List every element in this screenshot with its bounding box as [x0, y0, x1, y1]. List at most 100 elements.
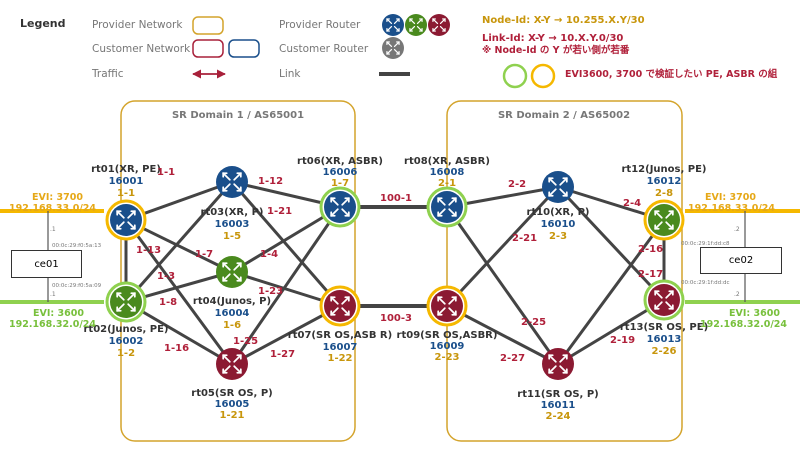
router-node-id: 2-8	[654, 188, 674, 199]
router-name: rt07(SR OS,ASB R)	[287, 330, 393, 341]
rt02-router-icon[interactable]	[110, 286, 142, 318]
router-node-id: 1-6	[222, 320, 242, 331]
link-label: 1-27	[270, 349, 296, 360]
link-label: 2-19	[610, 335, 636, 346]
link-rt11-rt13	[557, 298, 665, 366]
router-node-id: 2-3	[548, 231, 568, 242]
router-sid: 16004	[214, 308, 250, 319]
link-label: 2-17	[638, 269, 664, 280]
ce01-net-top: 192.168.33.0/24	[9, 203, 97, 214]
router-name: rt06(XR, ASBR)	[297, 156, 383, 167]
link-rt11-rt12	[556, 219, 666, 365]
ce01-ip-bottom: .1	[50, 291, 56, 298]
rt04-router-icon[interactable]	[216, 256, 248, 288]
legend-router-green-icon[interactable]	[405, 14, 427, 36]
legend-title: Legend	[20, 17, 66, 30]
rt13-router-icon[interactable]	[648, 284, 680, 316]
router-sid: 16008	[429, 167, 465, 178]
router-sid: 16006	[322, 167, 358, 178]
link-label: 1-12	[258, 176, 284, 187]
rt10-router-icon[interactable]	[542, 171, 574, 203]
legend-router-blue-icon[interactable]	[382, 14, 404, 36]
rt09-router-icon[interactable]	[431, 290, 463, 322]
router-name: rt02(Junos, PE)	[83, 324, 169, 335]
link-rt02-rt03	[124, 181, 234, 303]
link-label: 1-1	[157, 167, 176, 178]
router-node-id: 1-7	[330, 178, 350, 189]
ce02-ip-bottom: .2	[734, 291, 740, 298]
ce01-mac-bottom: 00:0c:29:f0:5a:09	[52, 283, 102, 289]
rt05-router-icon[interactable]	[216, 348, 248, 380]
ce02-box[interactable]: ce02	[700, 247, 782, 274]
legend-router-red-icon[interactable]	[428, 14, 450, 36]
router-sid: 16012	[646, 176, 682, 187]
legend-provider-network-swatch	[192, 16, 224, 35]
rt12-router-icon[interactable]	[648, 204, 680, 236]
routers-layer	[105, 166, 685, 380]
link-label: 2-21	[512, 233, 538, 244]
domain-1-frame	[120, 100, 356, 442]
router-node-id: 1-21	[219, 410, 245, 421]
link-rt08-rt11	[445, 206, 560, 365]
domain-2-title: SR Domain 2 / AS65002	[497, 110, 631, 121]
rt01-router-icon[interactable]	[110, 204, 142, 236]
router-node-id: 2-26	[651, 346, 677, 357]
link-label: 2-16	[638, 244, 664, 255]
link-id-note: Link-Id: X-Y → 10.X.Y.0/30	[482, 33, 624, 44]
link-rt09-rt10	[445, 185, 560, 308]
ce01-box[interactable]: ce01	[11, 250, 82, 278]
ce02-evi-top: EVI: 3700	[705, 192, 756, 203]
router-sid: 16007	[322, 342, 358, 353]
link-label: 100-3	[380, 313, 412, 324]
router-sid: 16010	[540, 219, 576, 230]
rt03-router-icon[interactable]	[216, 166, 248, 198]
router-sid: 16011	[540, 400, 576, 411]
link-rt10-rt13	[556, 185, 666, 302]
ce02-ip-top: .2	[734, 226, 740, 233]
rt07-router-icon[interactable]	[324, 290, 356, 322]
link-rt01-rt05	[124, 219, 234, 365]
router-name: rt12(Junos, PE)	[621, 164, 707, 175]
link-label: 1-16	[164, 343, 190, 354]
legend-customer-network-blue-swatch	[228, 39, 260, 58]
router-name: rt10(XR, P)	[526, 207, 590, 218]
router-node-id: 1-2	[116, 348, 136, 359]
ce01-net-bottom: 192.168.32.0/24	[9, 319, 97, 330]
legend-link-label: Link	[279, 68, 301, 80]
link-label: 2-2	[508, 179, 527, 190]
legend-traffic-label: Traffic	[92, 68, 124, 80]
legend-provider-network-label: Provider Network	[92, 19, 183, 31]
link-label: 2-27	[500, 353, 526, 364]
evi-note: EVI3600, 3700 で検証したい PE, ASBR の組	[565, 69, 778, 80]
domain-1-title: SR Domain 1 / AS65001	[171, 110, 305, 121]
router-sid: 16005	[214, 399, 250, 410]
link-label: 1-23	[258, 286, 284, 297]
ce02-net-top: 192.168.33.0/24	[688, 203, 776, 214]
rt06-router-icon[interactable]	[324, 191, 356, 223]
ce01-mac-top: 00:0c:29:f0:5a:13	[52, 243, 102, 249]
router-node-id: 1-22	[327, 353, 353, 364]
router-name: rt09(SR OS,ASBR)	[396, 330, 498, 341]
router-name: rt08(XR, ASBR)	[404, 156, 490, 167]
link-label: 2-25	[521, 317, 547, 328]
ce02-label: ce02	[728, 255, 754, 266]
legend-router-icons	[382, 14, 450, 59]
link-label: 2-4	[623, 198, 642, 209]
router-name: rt13(SR OS, PE)	[619, 322, 709, 333]
router-sid: 16003	[214, 219, 250, 230]
link-rt04-rt06	[231, 205, 341, 274]
ce02-evi-bottom: EVI: 3600	[729, 308, 780, 319]
router-name: rt05(SR OS, P)	[191, 388, 273, 399]
link-rt05-rt06	[230, 206, 342, 365]
router-sid: 16013	[646, 334, 682, 345]
rt08-router-icon[interactable]	[431, 191, 463, 223]
link-label: 1-21	[267, 206, 293, 217]
router-sid: 16009	[429, 341, 465, 352]
router-node-id: 1-5	[222, 231, 242, 242]
link-label: 1-8	[159, 297, 178, 308]
rt11-router-icon[interactable]	[542, 348, 574, 380]
legend-router-grey-icon[interactable]	[382, 37, 404, 59]
legend-graphics	[192, 16, 556, 89]
router-name: rt04(Junos, P)	[192, 296, 272, 307]
